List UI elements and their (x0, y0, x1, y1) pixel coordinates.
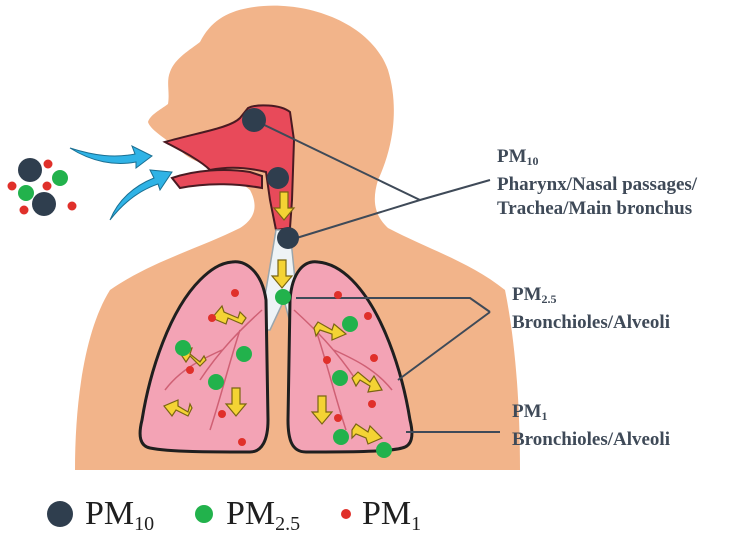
pm25-label-title: PM2.5 (512, 283, 670, 311)
pm1-label-title: PM1 (512, 400, 670, 428)
legend-pm10-label: PM10 (85, 494, 154, 544)
pm1-particle (334, 414, 342, 422)
pm25-particle (332, 370, 348, 386)
pm1-label-line2: Bronchioles/Alveoli (512, 428, 670, 452)
pm10-label-title: PM10 (497, 145, 697, 173)
pm10-label-line2: Pharynx/Nasal passages/ (497, 173, 697, 197)
pm25-particle (342, 316, 358, 332)
pm10-label-line3: Trachea/Main bronchus (497, 197, 697, 221)
pm25-particle (208, 374, 224, 390)
pm10-particle (18, 158, 42, 182)
pm1-particle (208, 314, 216, 322)
pm25-particle (52, 170, 68, 186)
pm1-particle (368, 400, 376, 408)
pm1-particle (44, 160, 53, 169)
legend-pm25-label: PM2.5 (226, 494, 300, 544)
pm25-particle (275, 289, 291, 305)
pm25-particle (236, 346, 252, 362)
pm1-particle (370, 354, 378, 362)
pm25-label-line2: Bronchioles/Alveoli (512, 311, 670, 335)
pm1-particle (218, 410, 226, 418)
pm1-particle (186, 366, 194, 374)
pm10-label: PM10 Pharynx/Nasal passages/ Trachea/Mai… (497, 145, 697, 221)
pm10-particle (242, 108, 266, 132)
inhalation-arrow-upper (70, 146, 152, 168)
pm1-particle (68, 202, 77, 211)
pm1-label: PM1 Bronchioles/Alveoli (512, 400, 670, 452)
legend-pm1-label: PM1 (362, 494, 421, 544)
legend-pm25-swatch (195, 505, 213, 523)
pm1-particle (231, 289, 239, 297)
pm25-particle (18, 185, 34, 201)
pm1-particle (334, 291, 342, 299)
pm1-particle (238, 438, 246, 446)
inhalation-arrow-lower (110, 170, 172, 220)
pm10-particle (32, 192, 56, 216)
pm25-label: PM2.5 Bronchioles/Alveoli (512, 283, 670, 335)
airborne-particle-cluster (8, 158, 77, 216)
pm10-particle (267, 167, 289, 189)
inhalation-arrows (70, 146, 172, 220)
pm25-particle (175, 340, 191, 356)
pm25-particle (376, 442, 392, 458)
pm25-particle (333, 429, 349, 445)
pm1-particle (323, 356, 331, 364)
pm1-particle (364, 312, 372, 320)
legend-pm10-swatch (47, 501, 73, 527)
pm10-particle (277, 227, 299, 249)
legend-pm1-swatch (341, 509, 351, 519)
pm1-particle (43, 182, 52, 191)
pm1-particle (8, 182, 17, 191)
pm1-particle (20, 206, 29, 215)
